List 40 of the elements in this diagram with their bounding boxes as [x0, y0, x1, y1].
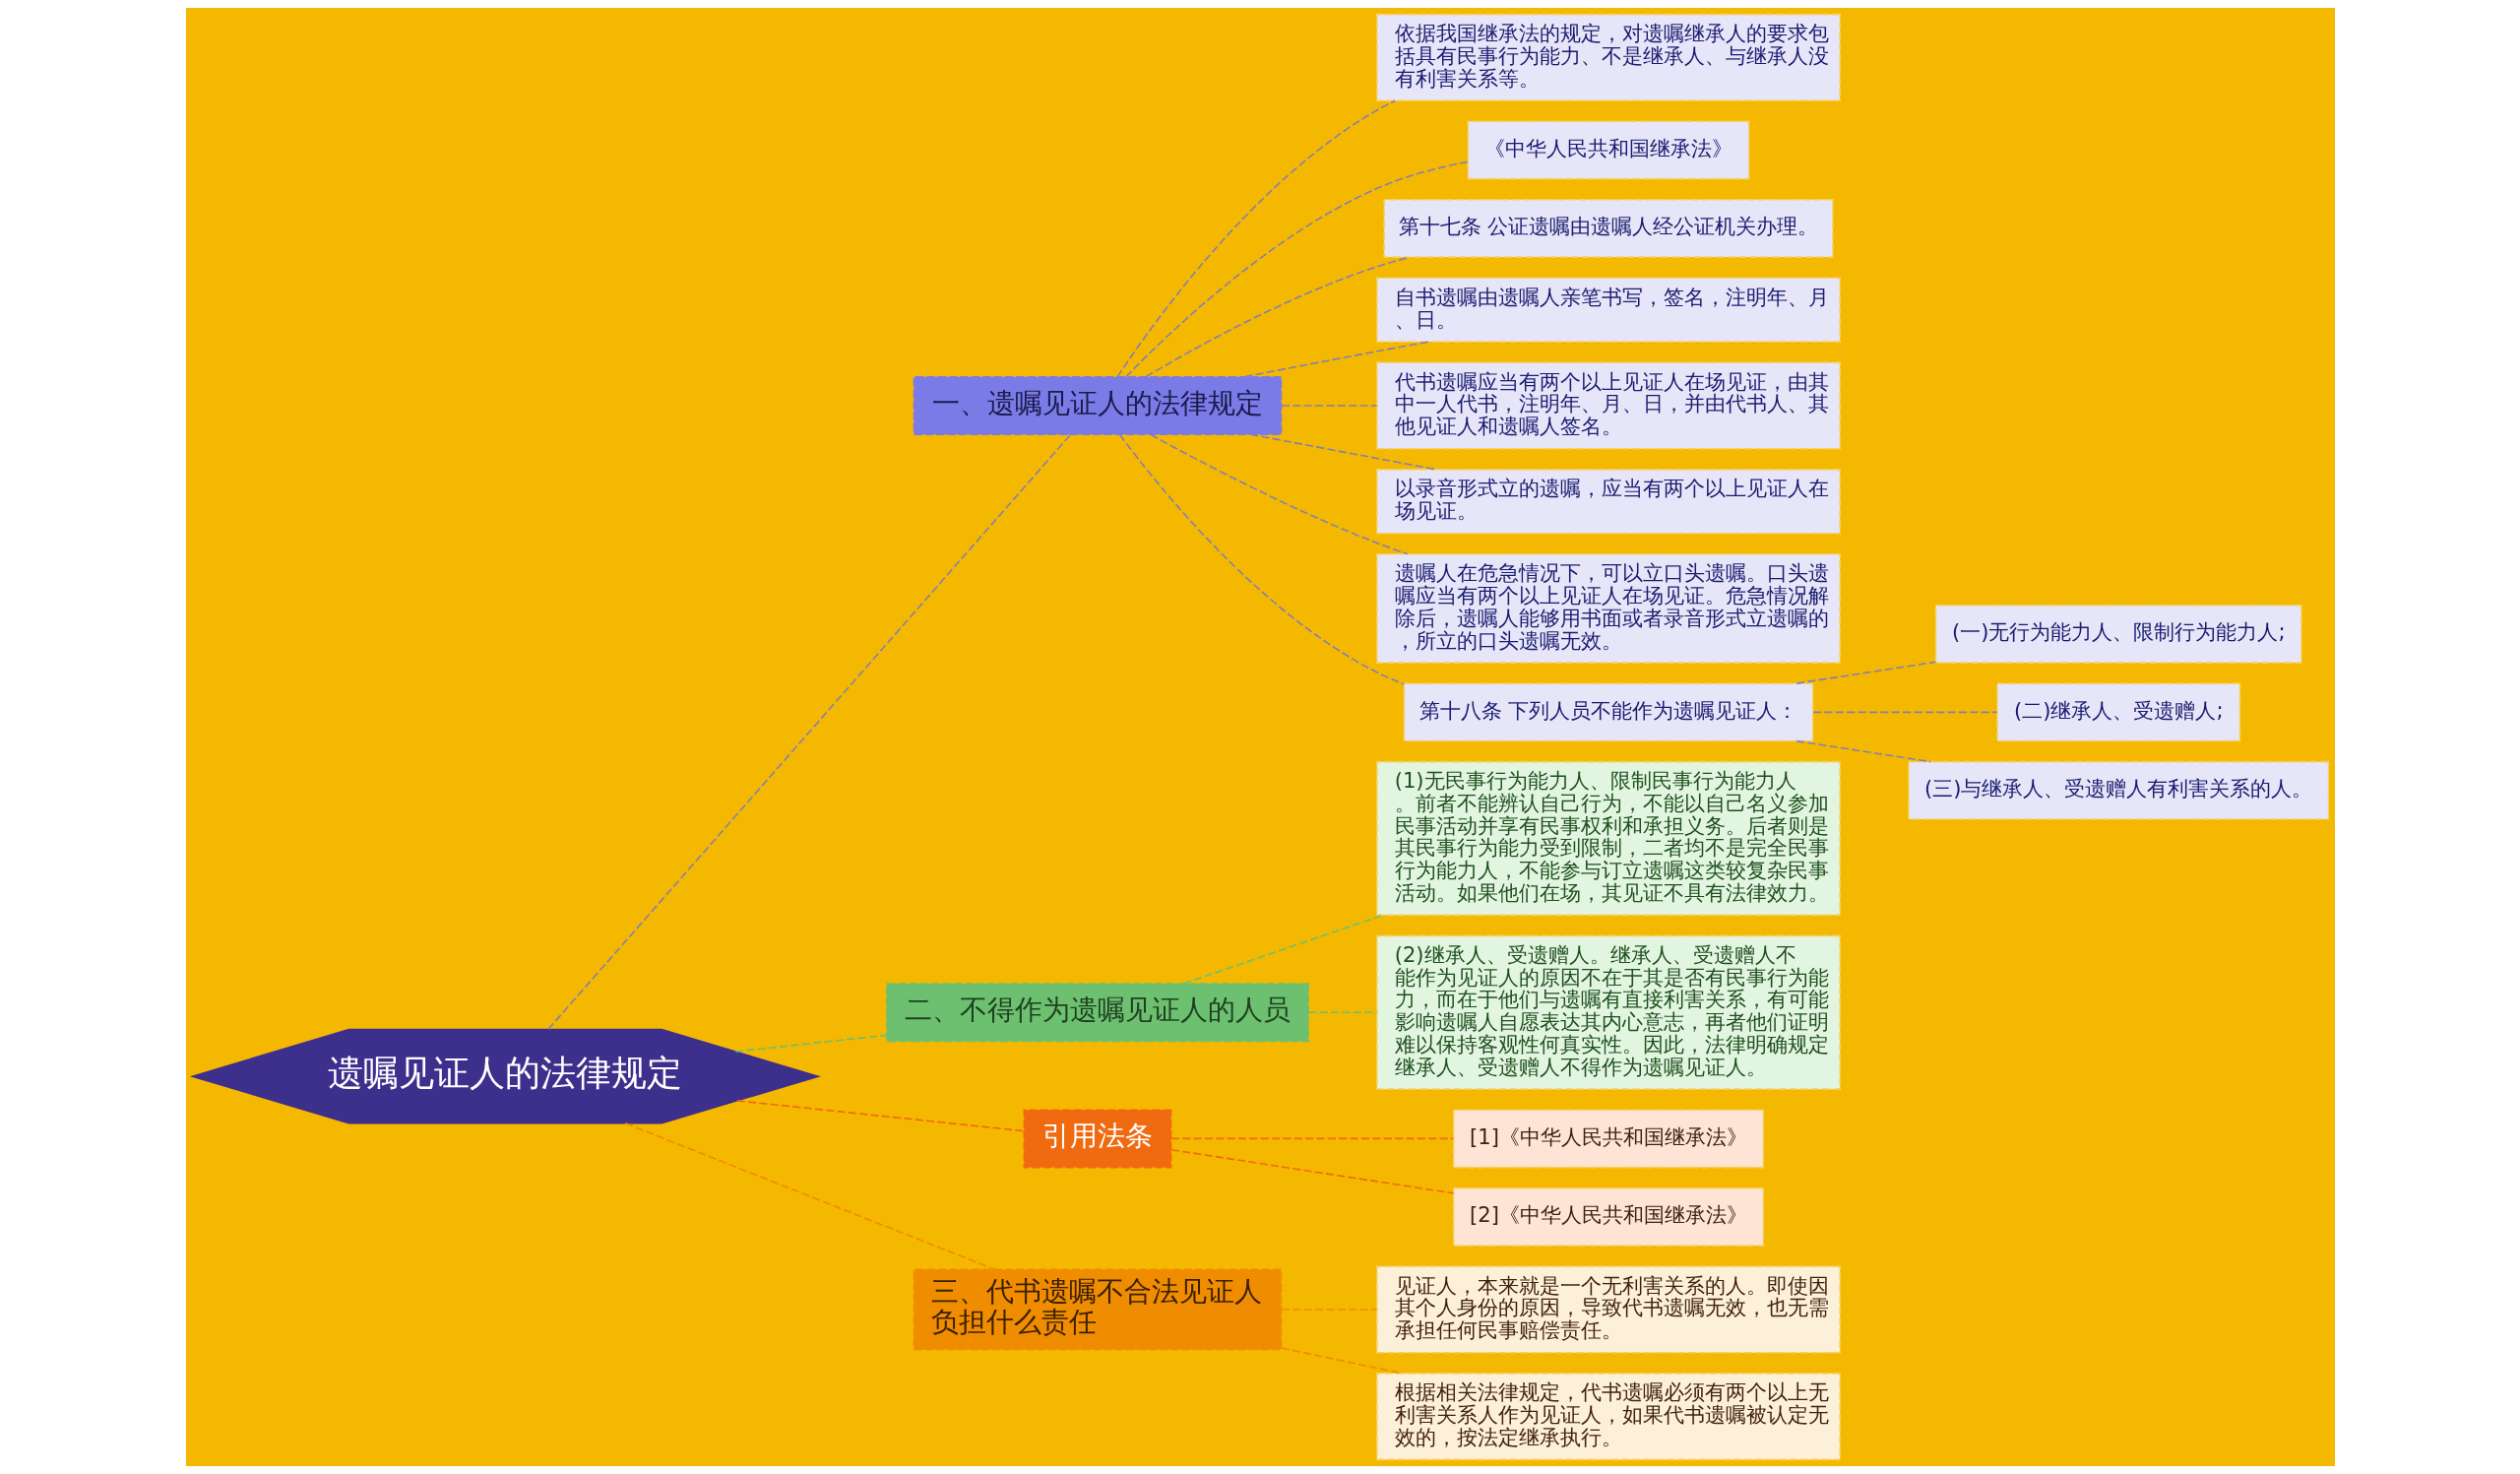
connector	[733, 1034, 888, 1053]
connector	[1182, 914, 1384, 985]
node-box: 自书遗嘱由遗嘱人亲笔书写，签名，注明年、月、日。	[1375, 277, 1841, 343]
node-box: 遗嘱人在危急情况下，可以立口头遗嘱。口头遗嘱应当有两个以上见证人在场见证。危急情况解除后，遗嘱人能够用书面或者录音形式立遗嘱的，所立的口头遗嘱无效。	[1375, 553, 1841, 664]
node-box: 代书遗嘱应当有两个以上见证人在场见证，由其中一人代书，注明年、月、日，并由代书人、其他见证人和遗嘱人签名。	[1375, 361, 1841, 450]
connector	[1811, 711, 1997, 714]
node-box: (1)无民事行为能力人、限制民事行为能力人。前者不能辨认自己行为，不能以自己名义参加民事活动并享有民事权利和承担义务。后者则是其民事行为能力受到限制，二者均不是完全民事行为能力人，不能参与订立遗嘱这类较复杂民事活动。如果他们在场，其见证不具有法律效力。	[1375, 760, 1841, 917]
node-box: 一、遗嘱见证人的法律规定	[913, 375, 1282, 435]
node-box: [1]《中华人民共和国继承法》	[1452, 1109, 1764, 1169]
connector	[1115, 99, 1396, 378]
node-box: 第十七条 公证遗嘱由遗嘱人经公证机关办理。	[1382, 198, 1834, 258]
node-box: 《中华人民共和国继承法》	[1467, 120, 1750, 180]
node-box: 依据我国继承法的规定，对遗嘱继承人的要求包括具有民事行为能力、不是继承人、与继承人没有利害关系等。	[1375, 13, 1841, 101]
node-box: 三、代书遗嘱不合法见证人负担什么责任	[913, 1268, 1282, 1351]
connector	[624, 1122, 995, 1271]
node-box: [2]《中华人民共和国继承法》	[1452, 1186, 1764, 1247]
connector	[1118, 433, 1405, 685]
node-box: 以录音形式立的遗嘱，应当有两个以上见证人在场见证。	[1375, 469, 1841, 535]
connector	[1307, 1011, 1378, 1014]
connector	[1280, 1309, 1377, 1311]
node-box: (2)继承人、受遗赠人。继承人、受遗赠人不能作为见证人的原因不在于其是否有民事行为能力，而在于他们与遗嘱有直接利害关系，有可能影响遗嘱人自愿表达其内心意志，再者他们证明难以保持客观性何真实性。因此，法律明确规定继承人、受遗赠人不得作为遗嘱见证人。	[1375, 934, 1841, 1090]
node-box: (二)继承人、受遗赠人;	[1995, 682, 2240, 742]
connector	[546, 433, 1071, 1031]
connector	[1280, 1347, 1403, 1375]
node-box: (一)无行为能力人、限制行为能力人;	[1934, 604, 2302, 664]
node-box: 第十八条 下列人员不能作为遗嘱见证人：	[1403, 682, 1813, 742]
connector	[1169, 1148, 1454, 1194]
connector	[1795, 739, 1931, 763]
connector	[1124, 160, 1469, 378]
connector	[1169, 1137, 1454, 1140]
connector	[1280, 405, 1377, 407]
node-box: (三)与继承人、受遗赠人有利害关系的人。	[1907, 760, 2329, 820]
connector	[1149, 433, 1409, 555]
connector	[735, 1100, 1025, 1132]
node-box: 引用法条	[1023, 1109, 1171, 1169]
node-box: 二、不得作为遗嘱见证人的人员	[885, 983, 1309, 1043]
node-box: 根据相关法律规定，代书遗嘱必须有两个以上无利害关系人作为见证人，如果代书遗嘱被认定无效的，按法定继承执行。	[1375, 1373, 1841, 1461]
connector	[1795, 661, 1936, 684]
connector	[1249, 433, 1437, 471]
node-box: 见证人，本来就是一个无利害关系的人。即使因其个人身份的原因，导致代书遗嘱无效，也无需承担任何民事赔偿责任。	[1375, 1265, 1841, 1354]
